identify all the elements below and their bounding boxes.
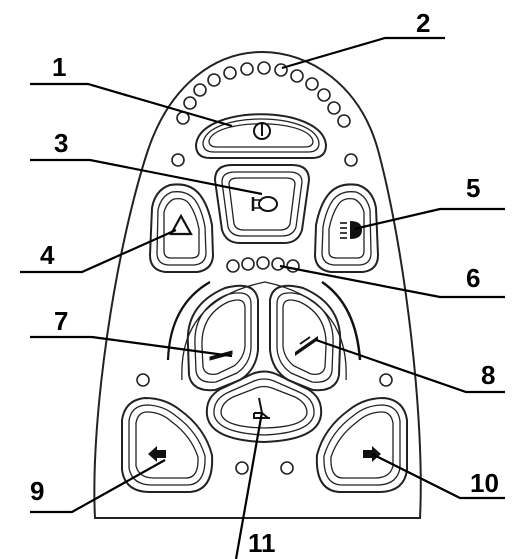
headlight-icon (340, 221, 362, 239)
status-led-right (345, 154, 357, 166)
panel-outline (94, 52, 420, 518)
callout-number-2: 2 (416, 8, 430, 38)
leader-line-9 (30, 460, 165, 512)
horn-icon (253, 197, 277, 211)
leader-line-1 (30, 84, 232, 126)
left-indicator-button[interactable] (122, 398, 212, 492)
speed-decrease-button[interactable] (188, 286, 258, 390)
lights-button[interactable] (315, 184, 378, 272)
status-led-left (172, 154, 184, 166)
callout-number-4: 4 (40, 240, 55, 270)
hare-speed-icon (295, 336, 318, 356)
inner-ring (182, 282, 346, 380)
indicator-led-left (137, 374, 149, 386)
horn-button[interactable] (215, 165, 309, 243)
leader-lines (20, 38, 505, 559)
bottom-led-left (236, 462, 248, 474)
callout-number-5: 5 (466, 173, 480, 203)
indicator-led-right (380, 374, 392, 386)
bottom-led-right (281, 462, 293, 474)
callout-number-1: 1 (52, 52, 66, 82)
callout-number-6: 6 (466, 263, 480, 293)
hazard-button[interactable] (150, 184, 213, 272)
callout-number-10: 10 (470, 468, 499, 498)
seat-actuator-button[interactable] (207, 372, 321, 443)
leader-line-2 (282, 38, 445, 68)
callout-number-8: 8 (481, 360, 495, 390)
leader-line-8 (316, 340, 505, 392)
arrow-left-icon (148, 446, 166, 462)
right-indicator-button[interactable] (317, 398, 407, 492)
callout-numbers: 1 2 3 4 5 6 7 8 9 10 11 (30, 8, 499, 558)
callout-number-9: 9 (30, 476, 44, 506)
speed-increase-button[interactable] (270, 286, 340, 390)
callout-number-11: 11 (248, 528, 276, 558)
callout-number-7: 7 (54, 306, 68, 336)
speed-indicator-leds (227, 257, 299, 272)
power-icon (254, 123, 270, 139)
callout-number-3: 3 (54, 128, 68, 158)
